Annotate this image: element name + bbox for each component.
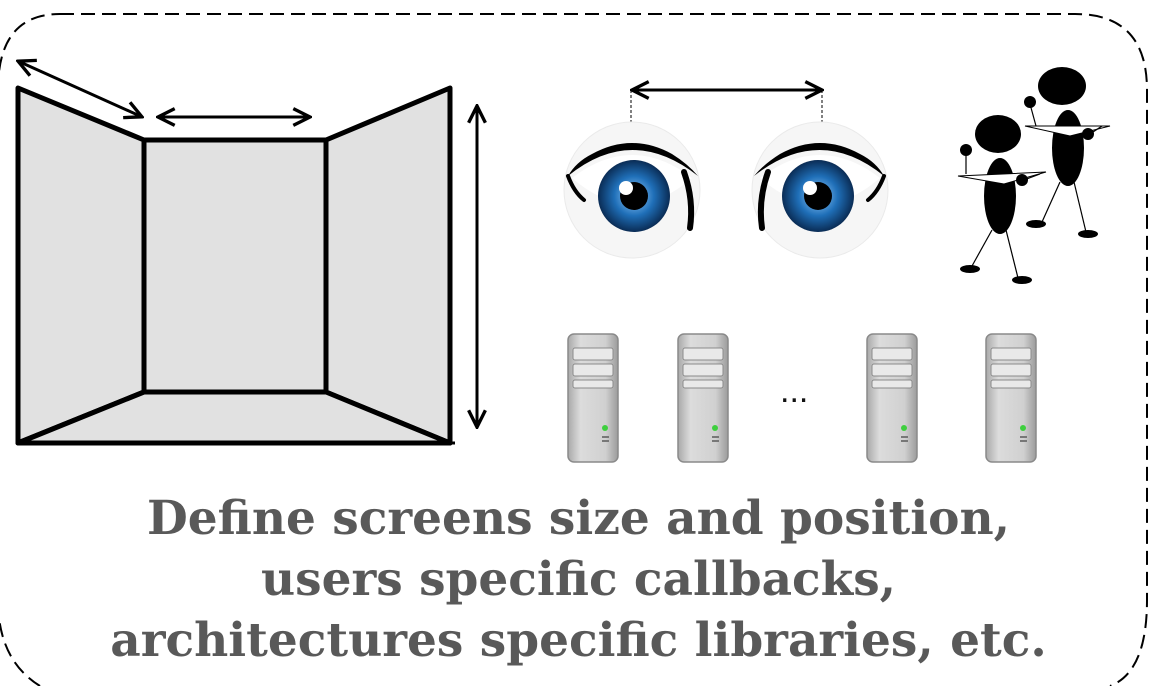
caption-line-3: architectures specific libraries, etc.: [110, 613, 1047, 668]
caption-line-1: Define screens size and position,: [146, 491, 1010, 546]
user-figure-front: [957, 115, 1047, 284]
caption-line-2: users specific callbacks,: [260, 552, 897, 607]
server-tower-icon: [866, 333, 918, 463]
server-tower-icon: [677, 333, 729, 463]
eye-icon: [751, 121, 889, 259]
server-tower-icon: [985, 333, 1037, 463]
cave-screens-icon: [15, 85, 455, 446]
servers-ellipsis: ...: [780, 372, 809, 410]
dashed-frame: [0, 13, 1148, 686]
double-arrow-icon: [20, 62, 140, 116]
user-figure-back: [1024, 67, 1111, 238]
center-screen: [141, 137, 329, 395]
server-tower-icon: [567, 333, 619, 463]
stick-figure-icon: [957, 67, 1111, 284]
left-screen: [15, 85, 147, 446]
caption: Define screens size and position, users …: [0, 488, 1157, 671]
right-screen: [323, 85, 453, 446]
eye-icon: [563, 121, 701, 259]
